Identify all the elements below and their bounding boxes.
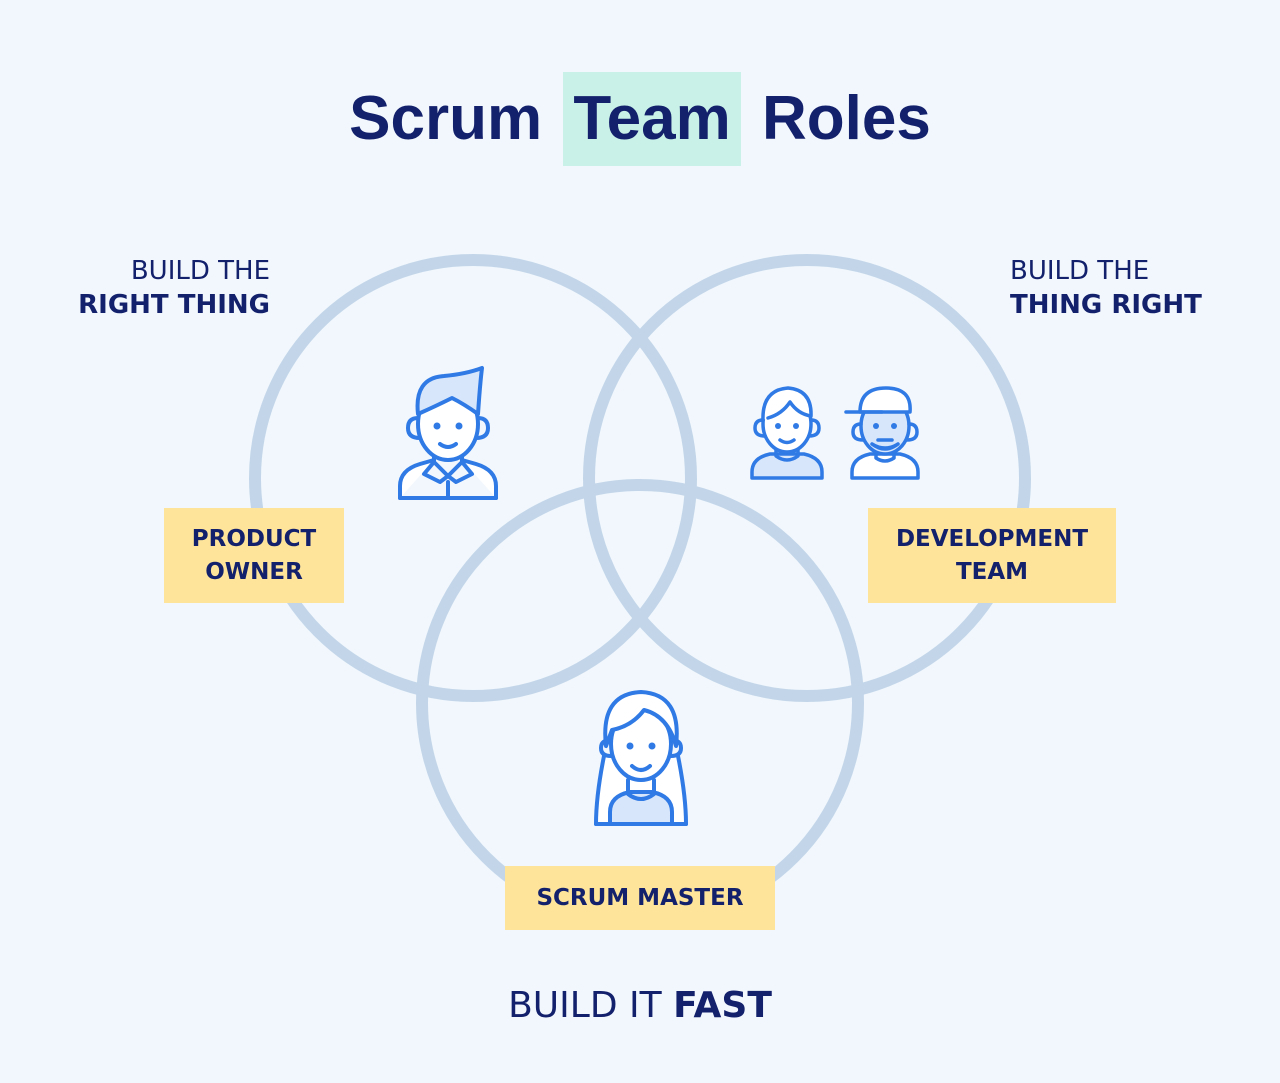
scrum-master-goal: BUILD IT FAST: [0, 984, 1280, 1028]
development-team-goal-line2: THING RIGHT: [1010, 290, 1202, 320]
title-word-roles: Roles: [761, 84, 931, 153]
scrum-master-goal-line1: BUILD IT: [508, 985, 662, 1026]
development-team-label-line2: TEAM: [955, 558, 1029, 585]
title-word-scrum: Scrum: [349, 84, 543, 153]
development-team-label-line1: DEVELOPMENT: [895, 525, 1089, 552]
venn-circle-product-owner: [249, 254, 697, 702]
developer-boy-icon: [750, 386, 824, 480]
venn-circle-development-team: [583, 254, 1031, 702]
development-team-goal-line1: BUILD THE: [1010, 256, 1150, 286]
title-word-team-highlighted: Team: [563, 72, 741, 166]
scrum-master-goal-line2: FAST: [673, 985, 772, 1026]
product-owner-goal-line2: RIGHT THING: [78, 290, 270, 320]
scrum-master-label: SCRUM MASTER: [505, 866, 775, 930]
diagram-title: Scrum Team Roles: [0, 72, 1280, 166]
development-team-goal: BUILD THE THING RIGHT: [1010, 254, 1220, 322]
development-team-label: DEVELOPMENT TEAM: [868, 508, 1116, 603]
developer-cap-man-icon: [844, 386, 920, 480]
product-owner-label: PRODUCT OWNER: [164, 508, 344, 603]
product-owner-goal-line1: BUILD THE: [130, 256, 270, 286]
product-owner-label-line2: OWNER: [205, 558, 303, 585]
product-owner-goal: BUILD THE RIGHT THING: [66, 254, 270, 322]
product-owner-man-icon: [398, 366, 498, 500]
scrum-master-woman-icon: [594, 690, 688, 826]
product-owner-label-line1: PRODUCT: [191, 525, 317, 552]
scrum-master-label-text: SCRUM MASTER: [536, 884, 744, 911]
